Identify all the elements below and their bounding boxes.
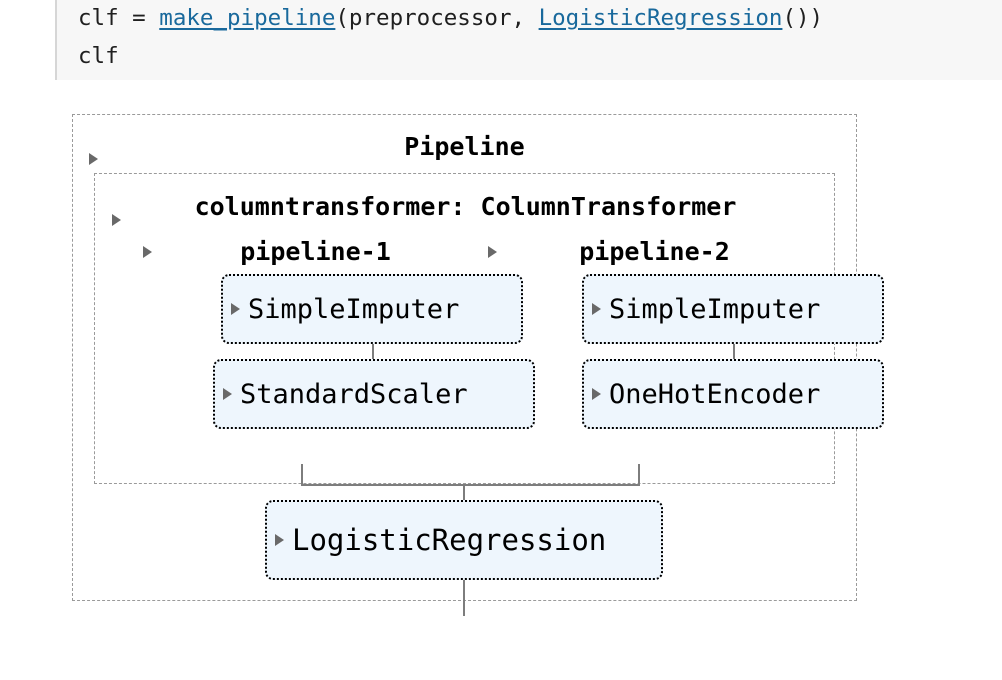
connector-merge-bar [301,484,640,486]
connector-serial-col2 [733,344,735,359]
triangle-right-icon-logisticregression[interactable] [275,534,284,546]
sklearn-pipeline-diagram: Pipeline columntransformer: ColumnTransf… [72,114,884,616]
pipeline-1-label: pipeline-1 [240,237,391,266]
estimator-simpleimputer-1[interactable]: SimpleImputer [221,274,523,344]
pipeline-2-label: pipeline-2 [579,237,730,266]
connector-pipeline-output [463,580,465,616]
parallel-columns: pipeline-1 SimpleImputer StandardScaler [95,234,884,484]
triangle-right-icon-standardscaler[interactable] [223,388,232,400]
estimator-label: SimpleImputer [248,293,460,325]
triangle-right-icon-pipeline-1[interactable] [143,246,152,258]
triangle-right-icon-pipeline-2[interactable] [488,246,497,258]
connector-merge-to-final [463,484,465,508]
estimator-label: SimpleImputer [609,293,821,325]
code-link-make-pipeline[interactable]: make_pipeline [159,5,336,31]
pipeline-1-title[interactable]: pipeline-1 [143,234,488,270]
pipeline-2-title[interactable]: pipeline-2 [488,234,821,270]
code-token-args: (preprocessor, [335,5,539,31]
triangle-right-icon-columntransformer[interactable] [112,214,121,226]
columntransformer-title[interactable]: columntransformer: ColumnTransformer [194,192,737,221]
triangle-right-icon-simpleimputer-1[interactable] [231,303,240,315]
estimator-simpleimputer-2[interactable]: SimpleImputer [582,274,884,344]
code-line-2: clf [78,43,119,69]
estimator-standardscaler[interactable]: StandardScaler [213,359,535,429]
code-token-plain: clf = [78,5,160,31]
code-link-logistic-regression[interactable]: LogisticRegression [538,5,783,31]
columntransformer-container: columntransformer: ColumnTransformer pip… [94,173,884,484]
connector-merge-left-drop [301,464,303,486]
parallel-column-pipeline-1: pipeline-1 SimpleImputer StandardScaler [143,234,535,429]
estimator-label: OneHotEncoder [609,378,821,410]
estimator-label: StandardScaler [240,378,468,410]
estimator-onehotencoder[interactable]: OneHotEncoder [582,359,884,429]
triangle-right-icon-simpleimputer-2[interactable] [592,303,601,315]
parallel-column-pipeline-2: pipeline-2 SimpleImputer OneHotEncoder [488,234,884,429]
connector-serial-col1 [372,344,374,359]
triangle-right-icon-pipeline[interactable] [89,153,98,165]
code-line-1: clf = make_pipeline(preprocessor, Logist… [78,0,823,37]
pipeline-title[interactable]: Pipeline [404,132,525,161]
estimator-logisticregression[interactable]: LogisticRegression [265,500,663,580]
estimator-label: LogisticRegression [292,523,607,557]
code-token-tail: ()) [782,5,824,31]
connector-merge-right-drop [638,464,640,486]
code-cell[interactable]: clf = make_pipeline(preprocessor, Logist… [55,0,1002,80]
triangle-right-icon-onehotencoder[interactable] [592,388,601,400]
